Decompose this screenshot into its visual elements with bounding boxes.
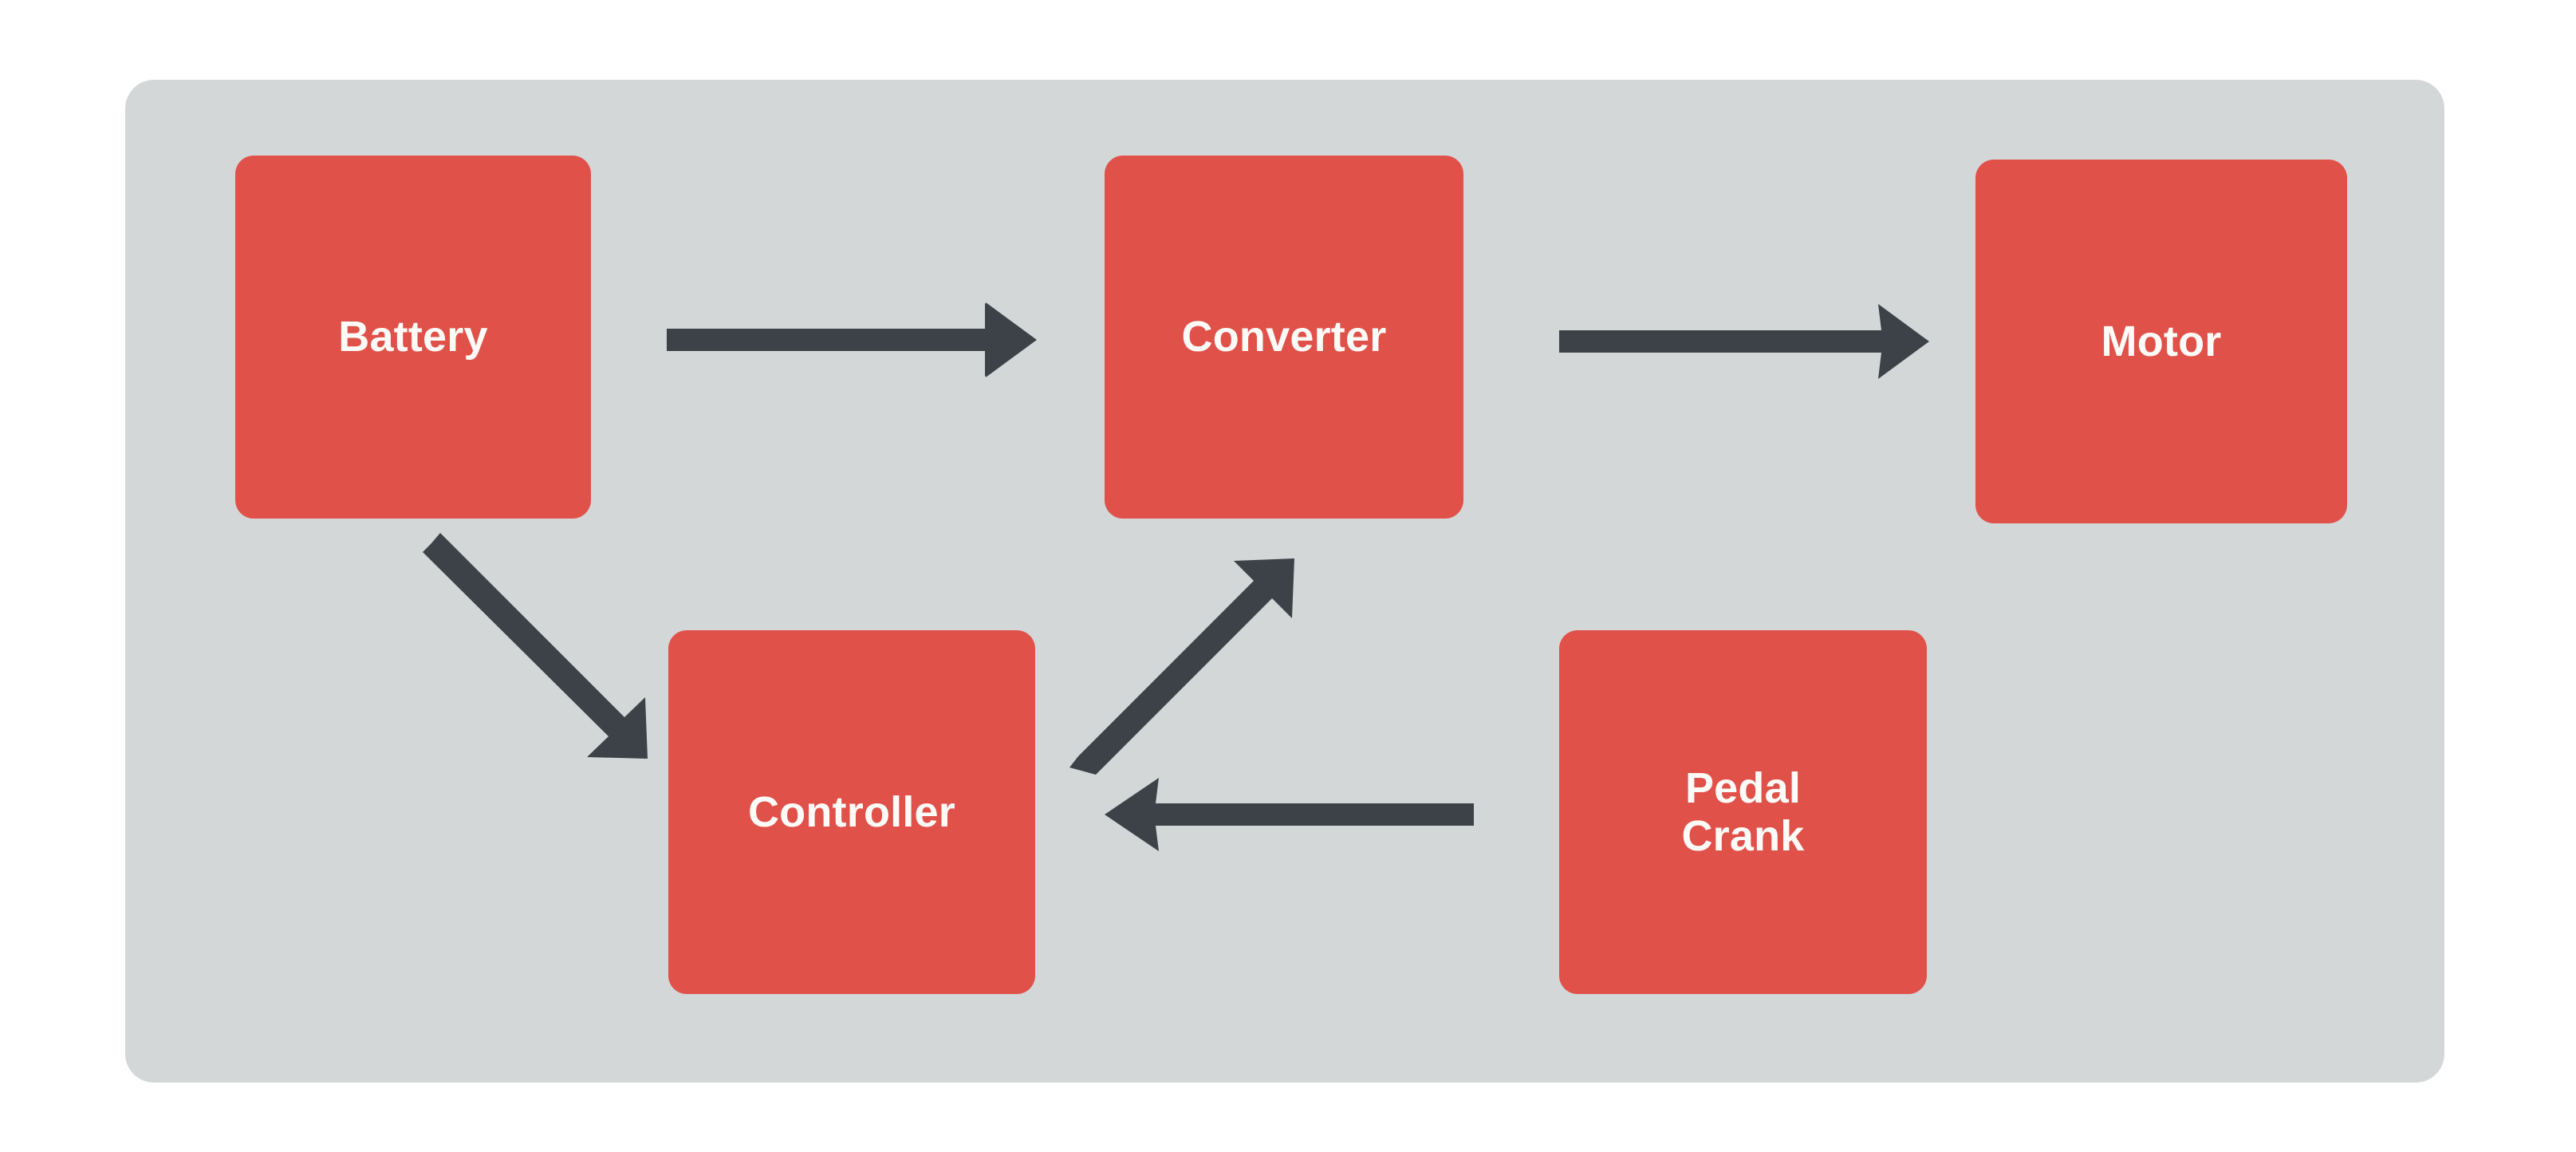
- node-motor-label: Motor: [2101, 317, 2222, 365]
- node-pedal-crank-label: Pedal Crank: [1681, 763, 1805, 860]
- node-pedal-crank[interactable]: Pedal Crank: [1559, 630, 1927, 994]
- node-controller-label: Controller: [747, 787, 955, 836]
- node-converter-label: Converter: [1181, 313, 1387, 361]
- node-battery-label: Battery: [338, 313, 488, 361]
- node-motor[interactable]: Motor: [1975, 160, 2347, 523]
- node-converter[interactable]: Converter: [1105, 156, 1463, 519]
- node-controller[interactable]: Controller: [668, 630, 1035, 994]
- node-battery[interactable]: Battery: [235, 156, 591, 519]
